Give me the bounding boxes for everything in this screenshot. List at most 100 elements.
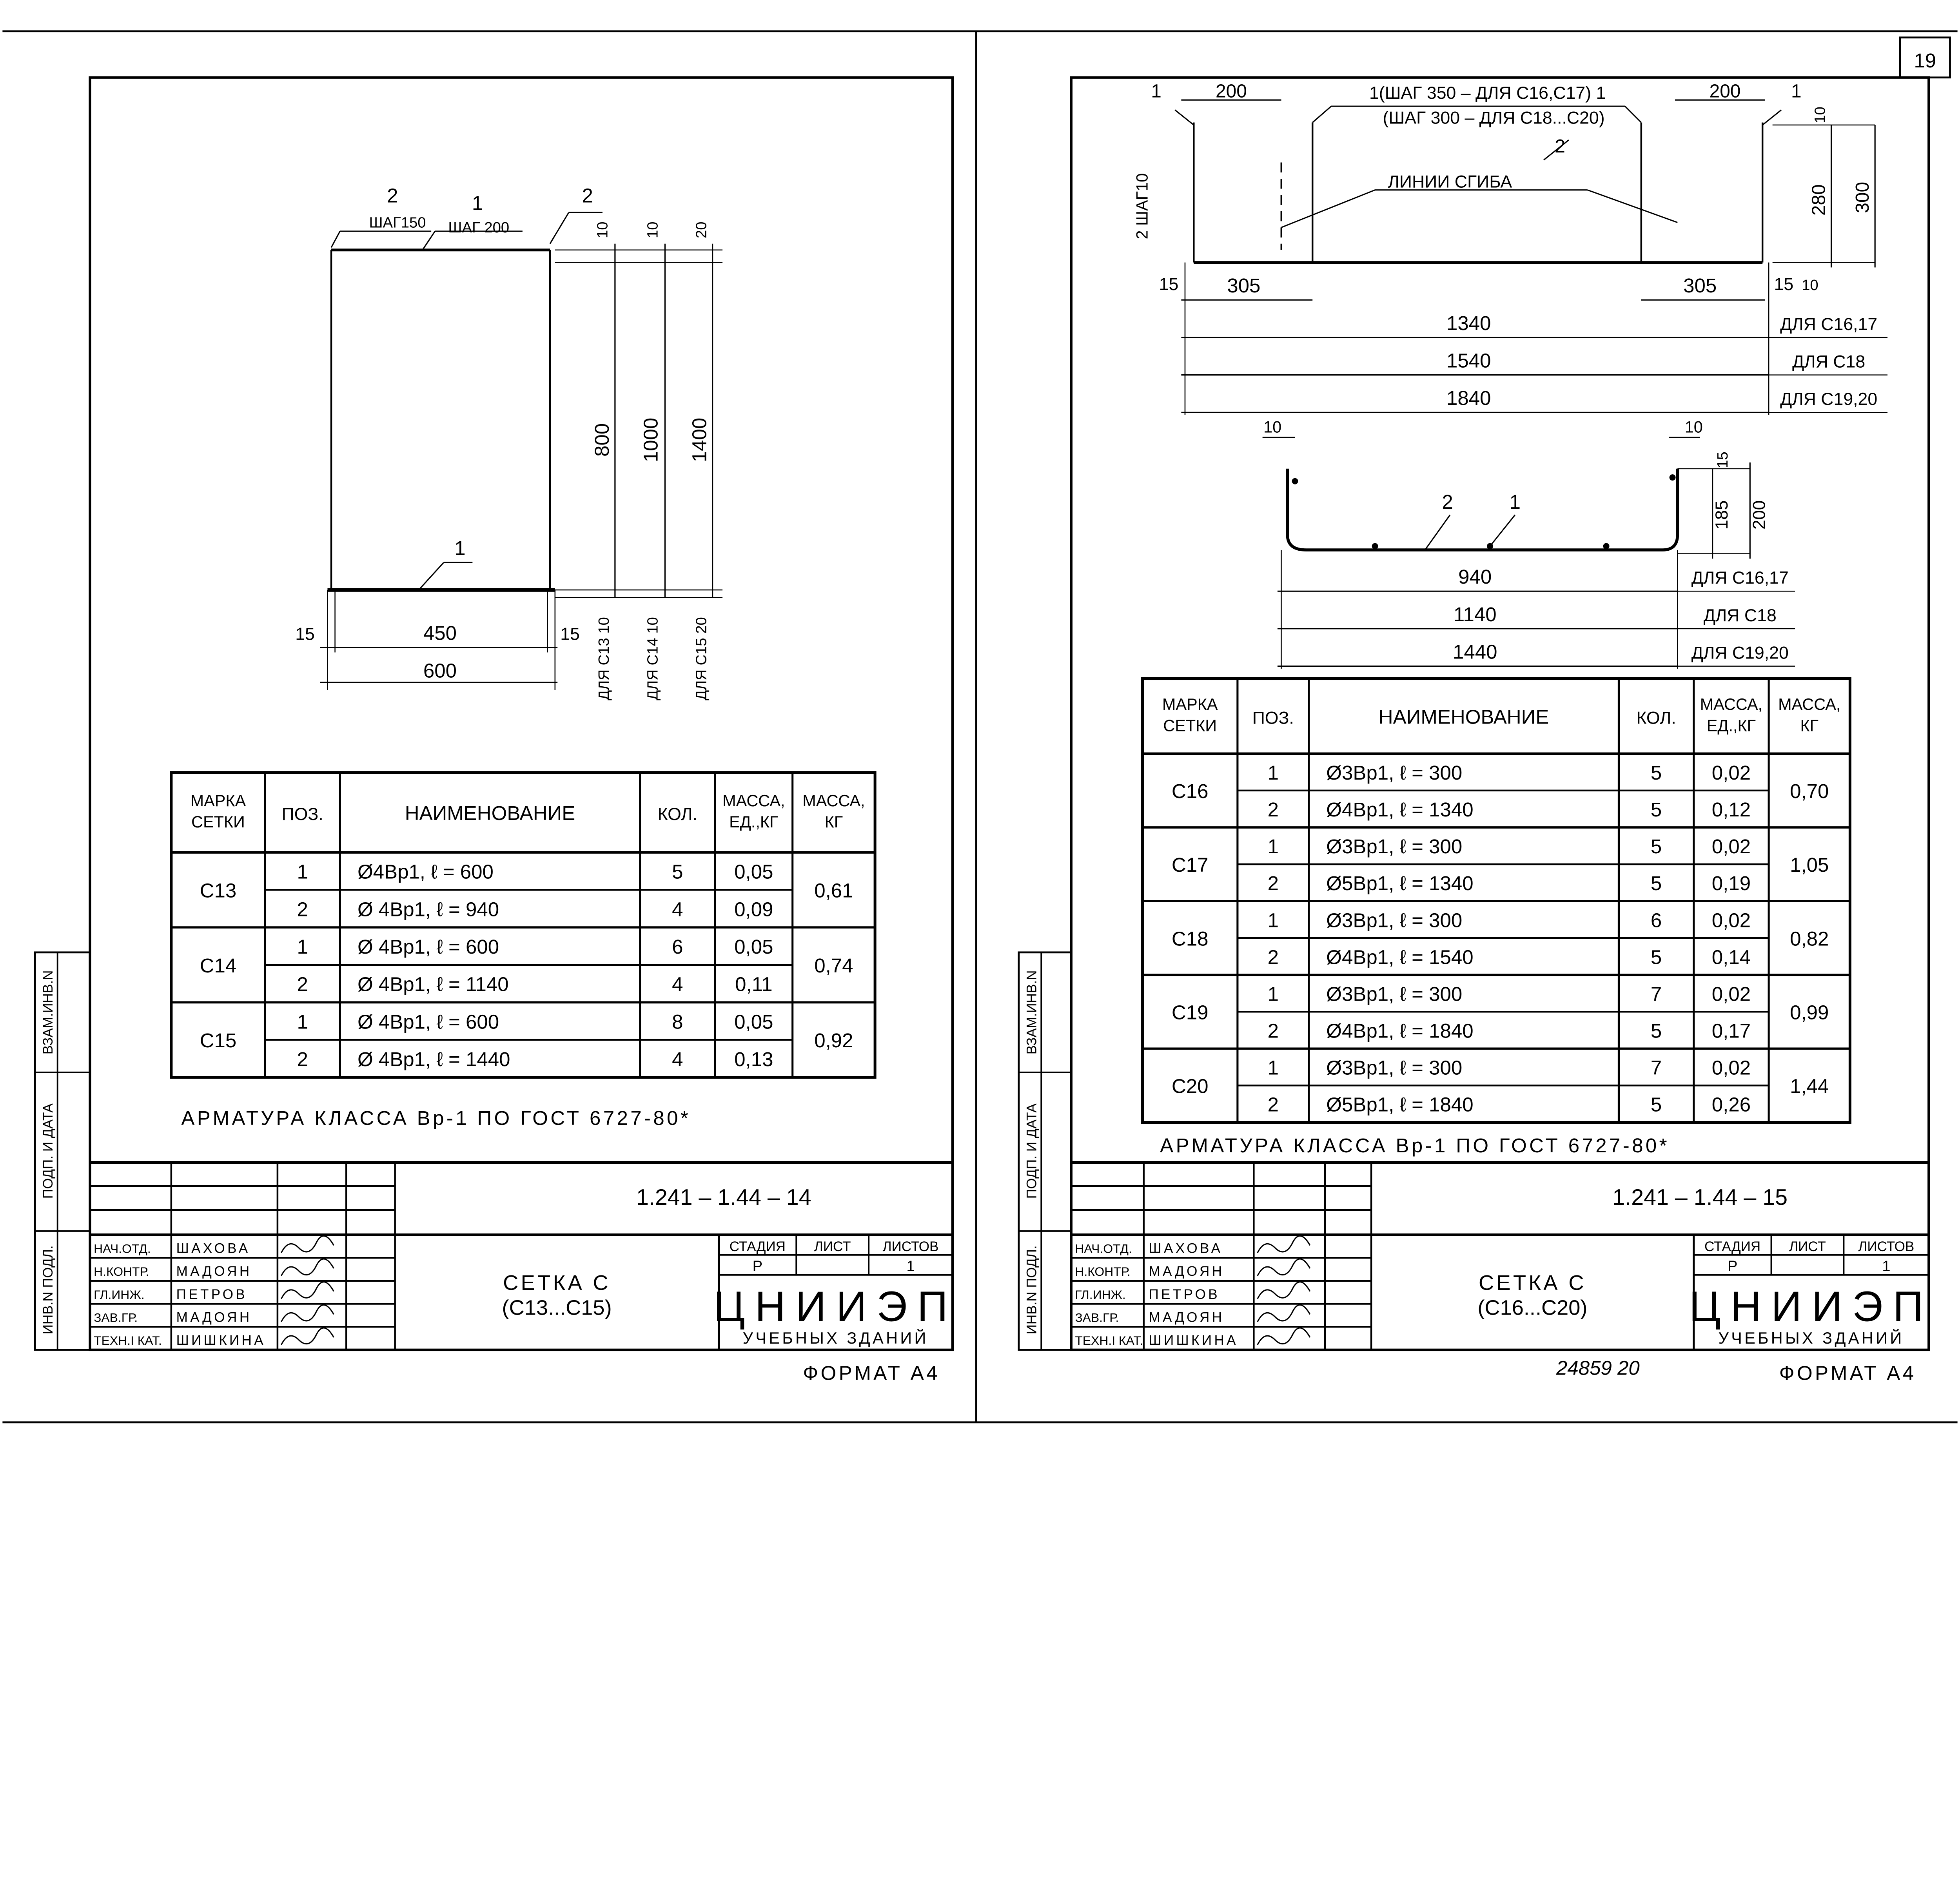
signature-scribble [281,1327,334,1345]
unit-mass-cell: 0,09 [734,898,773,920]
name-cell: Ø3Вр1, ℓ = 300 [1326,835,1462,858]
name-cell: Ø5Вр1, ℓ = 1840 [1326,1094,1473,1116]
position-cell: 2 [1268,1094,1279,1116]
unit-mass-cell: 0,19 [1712,872,1751,894]
quantity-cell: 5 [1651,946,1662,968]
signature-scribble [281,1304,334,1322]
total-mass-cell: 0,70 [1790,780,1829,802]
position-cell: 1 [297,861,308,883]
dimension-label: 450 [423,622,457,644]
position-cell: 2 [1268,946,1279,968]
signature-name: ШАХОВА [1149,1241,1223,1256]
unit-mass-cell: 0,14 [1712,946,1751,968]
stage-header: ЛИСТ [1789,1239,1826,1254]
dimension-label: 10 [1802,277,1818,294]
name-cell: Ø4Вр1, ℓ = 1840 [1326,1019,1473,1042]
dimension-label: ДЛЯ С16,17 [1691,568,1789,588]
bar-section-dot [1669,474,1676,481]
format-label: ФОРМАТ А4 [803,1362,940,1384]
position-cell: 1 [1268,762,1279,784]
total-mass-cell: 0,74 [814,954,853,977]
grid-mark-cell: С19 [1172,1001,1209,1023]
unit-mass-cell: 0,02 [1712,835,1751,858]
signature-scribble [1257,1258,1311,1276]
line [422,231,436,250]
quantity-cell: 5 [1651,1019,1662,1042]
position-cell: 1 [1268,835,1279,858]
signature-role: ГЛ.ИНЖ. [94,1288,144,1302]
position-cell: 2 [297,1048,308,1070]
dimension-label: 15 [1159,275,1179,294]
dimension-label: ЛИНИИ СГИБА [1388,172,1512,191]
quantity-cell: 8 [672,1010,683,1033]
sheet-title-range: (С16...С20) [1477,1296,1587,1320]
dimension-label: ШАГ150 [369,214,426,231]
line [1543,139,1569,161]
signature-name: ШАХОВА [176,1241,250,1256]
name-cell: Ø 4Вр1, ℓ = 940 [358,898,499,920]
dimension-label: 1140 [1454,603,1497,626]
quantity-cell: 5 [1651,835,1662,858]
dimension-label: ДЛЯ С15 20 [693,617,710,700]
bar-section-dot [1292,478,1298,484]
stage-value: Р [753,1258,763,1275]
stage-header: ЛИСТ [814,1239,851,1254]
signature-role: ЗАВ.ГР. [94,1310,138,1324]
position-cell: 2 [1268,798,1279,821]
name-cell: Ø3Вр1, ℓ = 300 [1326,762,1462,784]
table-header: КОЛ. [1636,708,1676,727]
dimension-label: 15 [1714,452,1731,468]
quantity-cell: 6 [672,936,683,958]
dimension-label: ДЛЯ С18 [1704,606,1777,625]
quantity-cell: 5 [672,861,683,883]
sheet-title: СЕТКА С [1479,1271,1586,1295]
unit-mass-cell: 0,02 [1712,1057,1751,1079]
quantity-cell: 5 [1651,762,1662,784]
dimension-label: 1400 [688,418,711,463]
name-cell: Ø 4Вр1, ℓ = 1140 [358,973,509,996]
dimension-label: 300 [1852,182,1873,213]
unit-mass-cell: 0,02 [1712,983,1751,1005]
line [1312,105,1332,123]
side-strip [34,951,91,1351]
dimension-label: ДЛЯ С19,20 [1780,390,1877,409]
side-strip [1018,951,1073,1351]
unit-mass-cell: 0,02 [1712,762,1751,784]
document-code: 1.241 – 1.44 – 14 [636,1185,811,1210]
title-block [1257,1235,1311,1345]
stage-header: СТАДИЯ [730,1239,786,1254]
unit-mass-cell: 0,05 [734,1010,773,1033]
signature-scribble [1257,1327,1311,1345]
bar-section-dot [1603,543,1610,550]
dimension-label: 20 [693,221,710,238]
grid-mark-cell: С17 [1172,854,1209,876]
signature-role: ТЕХН.I КАТ. [1075,1333,1143,1348]
quantity-cell: 5 [1651,1094,1662,1116]
organization-subtitle: УЧЕБНЫХ ЗДАНИЙ [743,1329,929,1347]
position-cell: 2 [1268,1019,1279,1042]
line [1489,514,1516,547]
total-mass-cell: 1,05 [1790,854,1829,876]
unit-mass-cell: 0,11 [735,973,773,996]
dimension-label: 1 [454,537,465,559]
sheet-frames: 19 [2,30,1958,1424]
signature-role: Н.КОНТР. [94,1264,149,1279]
signature-name: МАДОЯН [176,1310,252,1325]
name-cell: Ø 4Вр1, ℓ = 600 [358,936,499,958]
name-cell: Ø3Вр1, ℓ = 300 [1326,1057,1462,1079]
signature-scribble [1257,1281,1311,1299]
dimension-label: 2 [1555,136,1565,157]
dimension-label: 280 [1809,184,1829,216]
dimension-label: 15 [1774,275,1794,294]
dimension-label: 800 [591,423,613,457]
name-cell: Ø 4Вр1, ℓ = 600 [358,1010,499,1033]
signature-scribble [1257,1304,1311,1322]
quantity-cell: 4 [672,973,683,996]
dimension-label: 1540 [1446,349,1491,372]
strip-label-podp-data: ПОДП. И ДАТА [1024,1103,1039,1199]
grid-mark-cell: С15 [200,1029,237,1052]
line [1281,189,1376,228]
signature-name: ПЕТРОВ [1149,1287,1220,1302]
table-header: ПОЗ. [282,805,323,824]
position-cell: 1 [297,936,308,958]
